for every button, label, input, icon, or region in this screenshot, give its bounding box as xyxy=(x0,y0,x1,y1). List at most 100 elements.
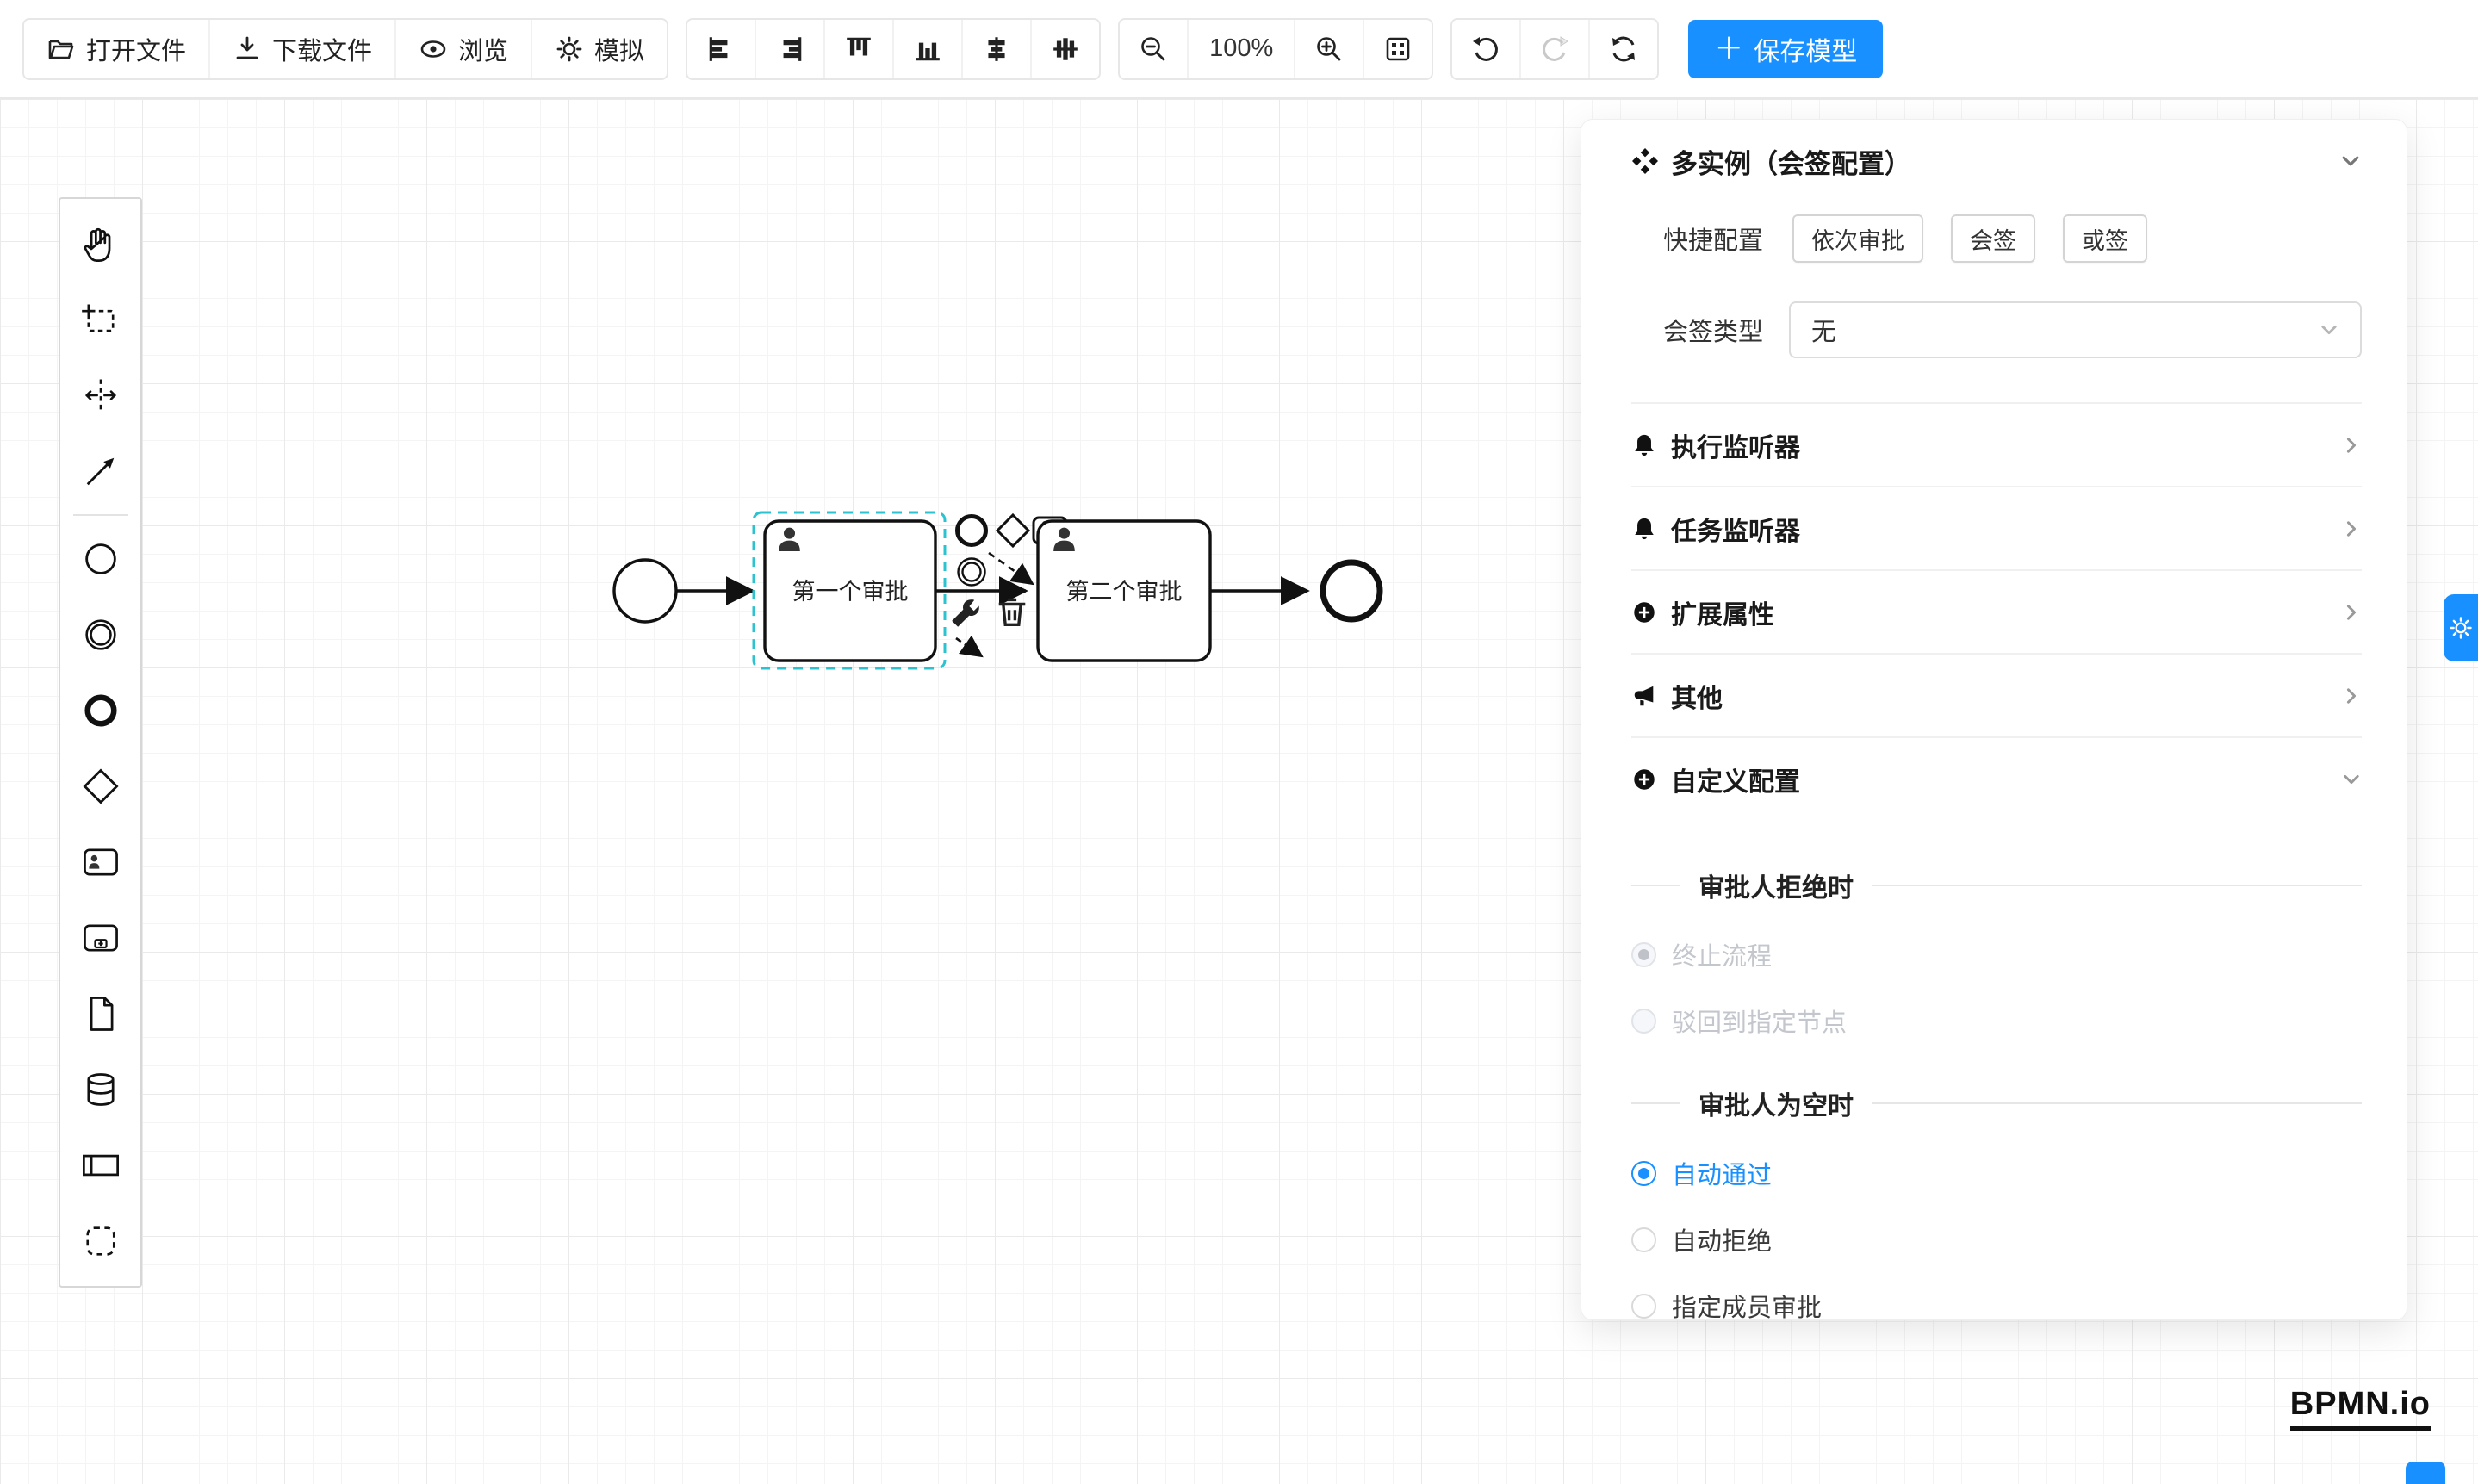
save-model-label: 保存模型 xyxy=(1754,37,1858,66)
accordion: 执行监听器 任务监听器 扩展属性 其他 xyxy=(1631,402,2362,820)
radio-button[interactable] xyxy=(1631,1293,1656,1319)
create-start-event[interactable] xyxy=(60,521,140,597)
fit-viewport-button[interactable] xyxy=(1364,20,1432,78)
align-bottom-button[interactable] xyxy=(894,19,964,78)
preview-button[interactable]: 浏览 xyxy=(396,19,533,78)
quick-option-sequential[interactable]: 依次审批 xyxy=(1792,214,1923,263)
accordion-extended-properties[interactable]: 扩展属性 xyxy=(1631,569,2362,653)
plus-circle-icon xyxy=(1634,601,1655,623)
zoom-in-icon xyxy=(1317,36,1341,60)
connect-tool[interactable] xyxy=(60,433,140,509)
create-pool[interactable] xyxy=(60,1127,140,1203)
plus-icon: ＋ xyxy=(1714,32,1744,65)
chevron-down-icon xyxy=(2342,156,2359,166)
redo-button[interactable] xyxy=(1521,19,1591,78)
radio-button xyxy=(1631,1008,1656,1034)
align-left-button[interactable] xyxy=(687,19,757,78)
chevron-down-icon xyxy=(2344,774,2359,784)
quick-option-orsign[interactable]: 或签 xyxy=(2063,214,2147,263)
accordion-task-listener[interactable]: 任务监听器 xyxy=(1631,486,2362,569)
refresh-icon xyxy=(1612,36,1636,61)
connect-tool-icon[interactable] xyxy=(955,635,984,658)
zoom-level: 100% xyxy=(1189,19,1296,78)
create-end-event[interactable] xyxy=(60,673,140,748)
bpmn-io-watermark[interactable]: BPMN.io xyxy=(2289,1386,2431,1431)
datastore-icon xyxy=(86,1073,115,1106)
radio-button[interactable] xyxy=(1631,1226,1656,1252)
zoom-in-button[interactable] xyxy=(1295,19,1365,78)
save-model-button[interactable]: ＋ 保存模型 xyxy=(1688,19,1884,78)
countersign-type-label: 会签类型 xyxy=(1663,319,1764,346)
align-top-button[interactable] xyxy=(825,19,895,78)
radio-terminate-process: 终止流程 xyxy=(1631,935,2362,973)
connect-arrow-icon[interactable] xyxy=(988,551,1034,586)
zoom-out-button[interactable] xyxy=(1120,19,1189,78)
section-title: 审批人为空时 xyxy=(1699,1092,1854,1121)
distribute-horizontal-button[interactable] xyxy=(963,19,1033,78)
start-event[interactable] xyxy=(612,558,678,624)
gear-icon xyxy=(2450,617,2472,639)
task1-label: 第一个审批 xyxy=(792,579,909,605)
redo-icon xyxy=(1543,35,1569,61)
bell-icon xyxy=(1635,518,1654,539)
task-first-approval[interactable]: 第一个审批 xyxy=(763,519,937,662)
user-task-icon xyxy=(83,848,118,876)
end-event[interactable] xyxy=(1320,559,1383,623)
create-intermediate-event[interactable] xyxy=(60,597,140,673)
radio-button[interactable] xyxy=(1631,1160,1656,1186)
create-user-task[interactable] xyxy=(60,824,140,900)
undo-button[interactable] xyxy=(1452,19,1522,78)
align-right-button[interactable] xyxy=(756,19,826,78)
intermediate-event-icon xyxy=(84,619,116,650)
distribute-vertical-button[interactable] xyxy=(1032,20,1099,78)
file-actions-group: 打开文件 下载文件 浏览 模拟 xyxy=(22,17,669,80)
trash-icon[interactable] xyxy=(998,598,1026,627)
bell-icon xyxy=(1635,434,1654,456)
countersign-type-select[interactable]: 无 xyxy=(1789,301,2362,358)
accordion-label: 扩展属性 xyxy=(1671,600,1774,630)
create-gateway[interactable] xyxy=(60,748,140,824)
align-bottom-icon xyxy=(916,42,940,60)
section-approver-reject: 审批人拒绝时 xyxy=(1631,868,2362,903)
accordion-other[interactable]: 其他 xyxy=(1631,653,2362,736)
radio-auto-pass[interactable]: 自动通过 xyxy=(1631,1154,2362,1192)
wrench-icon[interactable] xyxy=(952,599,979,627)
accordion-label: 执行监听器 xyxy=(1671,433,1800,463)
open-file-button[interactable]: 打开文件 xyxy=(24,19,211,78)
select-value: 无 xyxy=(1811,319,1837,346)
align-right-icon xyxy=(783,36,802,61)
download-file-button[interactable]: 下载文件 xyxy=(210,19,397,78)
accordion-execution-listener[interactable]: 执行监听器 xyxy=(1631,402,2362,486)
create-document[interactable] xyxy=(60,976,140,1052)
undo-icon xyxy=(1473,36,1499,61)
create-datastore[interactable] xyxy=(60,1052,140,1127)
quick-option-countersign[interactable]: 会签 xyxy=(1951,214,2035,263)
plus-circle-icon xyxy=(1634,768,1655,790)
panel-header[interactable]: 多实例（会签配置） xyxy=(1631,120,2362,202)
append-end-event-icon[interactable] xyxy=(955,514,988,547)
hand-tool[interactable] xyxy=(60,206,140,282)
end-event-icon xyxy=(84,694,117,727)
append-intermediate-event-icon[interactable] xyxy=(957,557,986,587)
append-gateway-icon[interactable] xyxy=(995,512,1031,549)
lasso-icon xyxy=(81,304,114,332)
accordion-custom-config[interactable]: 自定义配置 xyxy=(1631,736,2362,820)
simulate-button[interactable]: 模拟 xyxy=(532,20,667,78)
settings-tab[interactable] xyxy=(2444,594,2478,661)
radio-auto-reject[interactable]: 自动拒绝 xyxy=(1631,1220,2362,1258)
open-file-label: 打开文件 xyxy=(86,37,187,65)
create-subprocess[interactable] xyxy=(60,900,140,976)
refresh-button[interactable] xyxy=(1590,20,1657,78)
space-tool[interactable] xyxy=(60,357,140,433)
bottom-right-chip[interactable] xyxy=(2406,1462,2445,1484)
create-group[interactable] xyxy=(60,1203,140,1279)
history-group xyxy=(1450,17,1660,80)
start-event-icon xyxy=(84,543,116,574)
lasso-tool[interactable] xyxy=(60,282,140,357)
radio-designated-member[interactable]: 指定成员审批 xyxy=(1631,1287,2362,1325)
align-left-icon xyxy=(709,36,728,61)
chevron-right-icon xyxy=(2346,437,2357,453)
group-icon xyxy=(85,1226,115,1256)
task-second-approval[interactable]: 第二个审批 xyxy=(1036,519,1212,662)
distribute-horizontal-icon xyxy=(988,36,1005,61)
